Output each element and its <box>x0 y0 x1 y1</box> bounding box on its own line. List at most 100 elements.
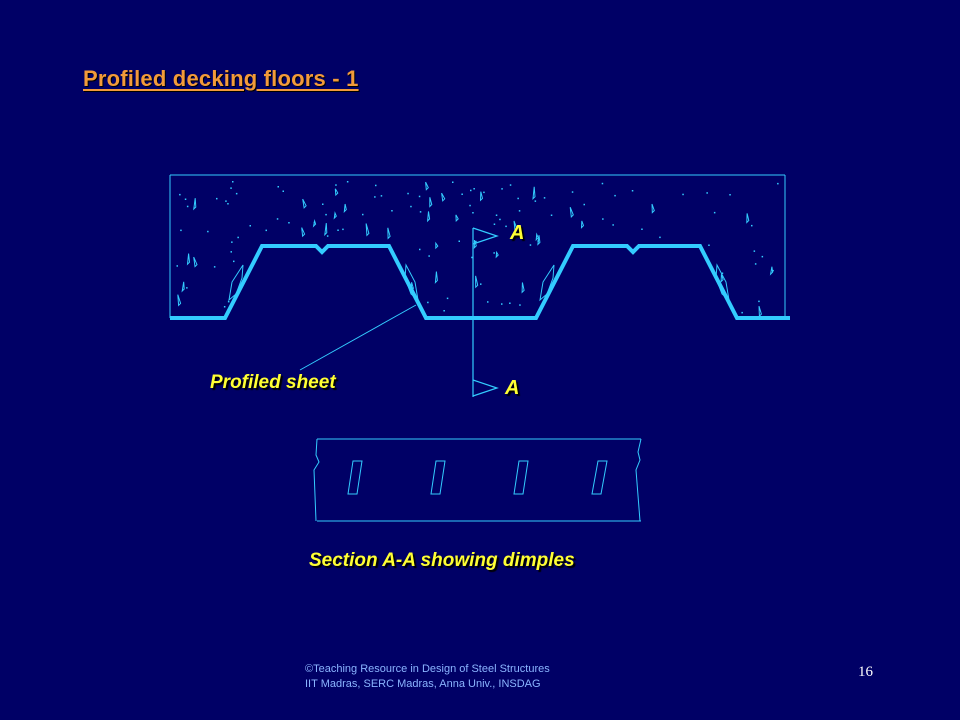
footer-line-1: ©Teaching Resource in Design of Steel St… <box>305 663 550 675</box>
aggregate-speck <box>495 250 499 259</box>
aggregate-speck <box>407 192 409 195</box>
aggregate-speck <box>337 229 339 231</box>
aggregate-speck <box>387 227 391 240</box>
section-label-bottom: A <box>505 377 520 399</box>
aggregate-speck <box>391 210 393 212</box>
concrete-aggregate <box>176 181 779 318</box>
aggregate-speck <box>346 181 349 183</box>
page-number: 16 <box>858 664 873 680</box>
aggregate-speck <box>334 188 339 197</box>
aggregate-speck <box>455 214 459 223</box>
footer-line-2: IIT Madras, SERC Madras, Anna Univ., INS… <box>305 678 541 690</box>
aggregate-speck <box>741 311 743 314</box>
aggregate-speck <box>651 203 655 214</box>
aggregate-speck <box>543 197 546 199</box>
aggregate-speck <box>231 241 233 243</box>
aggregate-speck <box>480 283 482 285</box>
aggregate-speck <box>601 182 604 185</box>
aggregate-speck <box>232 181 234 183</box>
aggregate-speck <box>513 220 518 232</box>
aggregate-speck <box>612 224 614 226</box>
aggregate-speck <box>325 213 327 216</box>
dimple-outline <box>228 264 244 302</box>
aggregate-speck <box>380 195 383 197</box>
aggregate-speck <box>631 190 634 192</box>
aggregate-speck <box>706 192 708 194</box>
aggregate-speck <box>537 240 539 242</box>
aggregate-speck <box>772 269 774 272</box>
aggregate-speck <box>754 263 757 265</box>
aggregate-speck <box>443 310 445 312</box>
concrete-slab <box>169 174 786 318</box>
aggregate-speck <box>729 194 731 196</box>
aggregate-speck <box>641 228 643 230</box>
aggregate-speck <box>374 196 376 198</box>
section-arrow-bottom <box>472 379 499 397</box>
aggregate-speck <box>177 294 182 307</box>
aggregate-speck <box>493 252 495 254</box>
aggregate-speck <box>342 228 344 231</box>
aggregate-speck <box>721 272 724 274</box>
aggregate-speck <box>419 248 421 251</box>
aggregate-speck <box>301 227 306 238</box>
aggregate-speck <box>761 255 764 258</box>
aggregate-speck <box>471 256 473 259</box>
dimple-slot <box>347 460 363 495</box>
aggregate-speck <box>535 232 539 242</box>
aggregate-speck <box>365 223 370 237</box>
aggregate-speck <box>435 241 439 250</box>
aggregate-speck <box>179 193 181 196</box>
aggregate-speck <box>230 187 232 189</box>
aggregate-speck <box>434 271 438 284</box>
aggregate-speck <box>324 223 328 237</box>
aggregate-speck <box>493 223 496 225</box>
aggregate-speck <box>509 184 512 186</box>
aggregate-speck <box>184 198 187 200</box>
aggregate-speck <box>479 191 484 202</box>
aggregate-speck <box>230 251 232 253</box>
aggregate-speck <box>225 200 227 202</box>
aggregate-speck <box>537 235 541 246</box>
aggregate-speck <box>237 236 239 239</box>
section-break-left <box>313 438 320 522</box>
section-aa-view <box>313 438 642 522</box>
web-dimples <box>228 263 730 302</box>
aggregate-speck <box>495 214 498 216</box>
aggregate-speck <box>265 229 267 232</box>
aggregate-speck <box>446 297 449 300</box>
aggregate-speck <box>333 211 337 220</box>
aggregate-speck <box>458 240 460 242</box>
aggregate-speck <box>550 214 553 216</box>
aggregate-speck <box>461 193 463 195</box>
dimple-slot <box>513 460 529 495</box>
aggregate-speck <box>427 301 429 304</box>
aggregate-speck <box>470 189 472 192</box>
aggregate-speck <box>441 192 446 202</box>
aggregate-speck <box>276 218 279 220</box>
profiled-sheet <box>170 244 790 320</box>
aggregate-speck <box>517 197 519 200</box>
section-caption: Section A-A showing dimples <box>309 550 575 571</box>
aggregate-speck <box>426 211 431 223</box>
aggregate-speck <box>487 301 489 303</box>
aggregate-speck <box>180 229 182 232</box>
aggregate-speck <box>335 184 337 186</box>
section-line-aa <box>472 227 499 397</box>
aggregate-speck <box>282 190 284 192</box>
aggregate-speck <box>473 188 475 190</box>
aggregate-speck <box>235 192 238 195</box>
aggregate-speck <box>569 207 574 218</box>
aggregate-speck <box>249 225 251 227</box>
aggregate-speck <box>472 212 474 214</box>
aggregate-speck <box>425 181 429 191</box>
aggregate-speck <box>746 213 750 224</box>
aggregate-speck <box>534 200 537 202</box>
aggregate-speck <box>419 211 422 213</box>
aggregate-speck <box>501 188 503 190</box>
aggregate-speck <box>452 181 454 183</box>
aggregate-speck <box>602 218 604 220</box>
aggregate-speck <box>777 182 779 185</box>
aggregate-speck <box>418 195 421 198</box>
profiled-sheet-label: Profiled sheet <box>210 372 336 393</box>
